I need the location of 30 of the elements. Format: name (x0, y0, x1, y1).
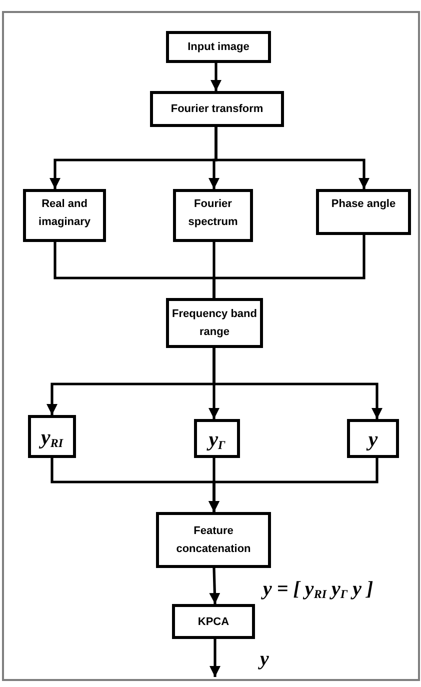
process-box (316, 189, 411, 235)
feature-vector-box (347, 419, 399, 458)
node-label: Frequency band range (171, 307, 258, 340)
vector-symbol: y$_{Γ}$ (208, 426, 226, 450)
edge-label: y = [ y$_{RI}$ y$_{Γ}$ y ] (261, 578, 376, 600)
arrow (209, 568, 220, 604)
feature-vector-box (28, 415, 76, 458)
process-box (150, 91, 284, 127)
node-label: Input image (188, 40, 250, 55)
process-box (156, 512, 271, 568)
node-label: Phase angle (331, 197, 396, 212)
process-box (23, 189, 106, 242)
vector-symbol: y$_{RI}$ (40, 424, 63, 448)
process-box (172, 604, 255, 639)
vector-symbol: y (368, 426, 378, 450)
arrow (210, 63, 222, 91)
arrow (208, 458, 378, 512)
process-box (173, 189, 253, 242)
node-label: Fourier spectrum (187, 197, 239, 230)
node-label: Real and imaginary (38, 197, 92, 230)
node-label: Fourier transform (170, 102, 264, 117)
node-label: KPCA (198, 614, 230, 630)
connector-line (212, 235, 366, 298)
process-box (166, 31, 271, 63)
feature-vector-box (194, 419, 240, 458)
process-box (166, 298, 263, 348)
node-label: Feature concatenation (175, 524, 252, 557)
arrow (214, 127, 370, 189)
arrow (210, 639, 220, 677)
arrow (212, 348, 382, 419)
